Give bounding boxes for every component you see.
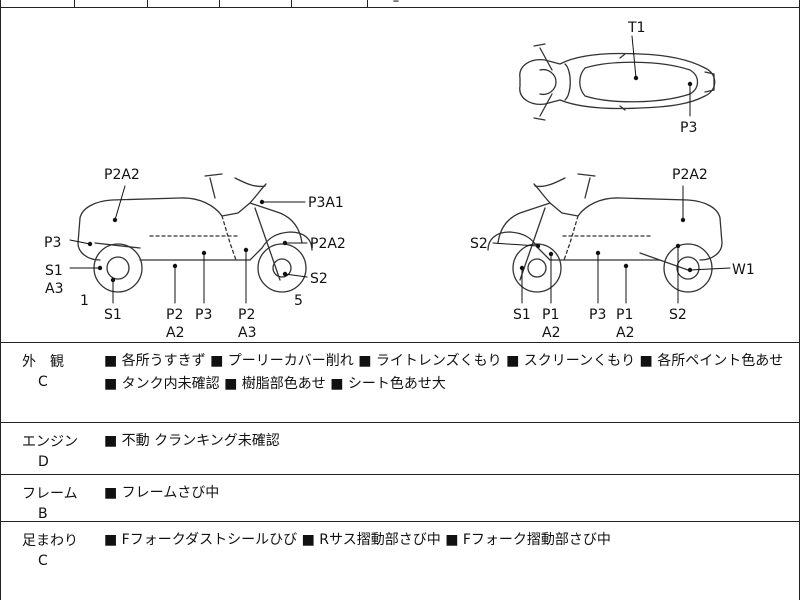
header-cell — [220, 0, 292, 8]
scooter-left-side-view — [77, 173, 313, 293]
scooter-right-side-view — [487, 173, 723, 293]
label-right-p2a2: P2A2 — [672, 167, 708, 183]
header-cell — [148, 0, 220, 8]
label-left-p3-rear: P3 — [44, 235, 61, 251]
label-right-s1: S1 — [513, 307, 531, 323]
section-grade: B — [38, 506, 48, 522]
label-top-t1: T1 — [627, 20, 645, 36]
header-cell — [0, 0, 75, 8]
header-cell — [75, 0, 148, 8]
section-grade: C — [38, 553, 48, 569]
section-grade: C — [38, 374, 48, 390]
label-left-s1-bottom: S1 — [104, 307, 122, 323]
label-right-a2-front: A2 — [542, 325, 560, 341]
label-left-a3-front: A3 — [238, 325, 256, 341]
header-cut-text: ﾞ ｰ ﾞ ﾞ — [382, 0, 418, 10]
label-right-s2-front: S2 — [470, 236, 488, 252]
header-cell — [292, 0, 368, 8]
label-left-p3a1: P3A1 — [308, 195, 344, 211]
section-notes: ■ 各所うすきず ■ プーリーカバー削れ ■ ライトレンズくもり ■ スクリーン… — [104, 353, 784, 392]
label-left-num-5: 5 — [294, 293, 303, 309]
section-category: フレーム — [22, 486, 78, 502]
scooter-diagram: T1 P3 P2A2 P3A1 P3 P2A2 S1 A3 S2 1 S1 P2… — [44, 20, 755, 341]
section-notes: ■ 不動 クランキング未確認 — [104, 433, 280, 449]
section-exterior: 外 観 C ■ 各所うすきず ■ プーリーカバー削れ ■ ライトレンズくもり ■… — [0, 343, 800, 423]
label-left-s1: S1 — [45, 263, 63, 279]
label-right-w1: W1 — [732, 262, 755, 278]
scooter-top-view — [519, 43, 716, 121]
section-frame: フレーム B ■ フレームさび中 — [0, 475, 800, 522]
section-grade: D — [38, 454, 49, 470]
section-category: 外 観 — [22, 354, 64, 370]
section-category: 足まわり — [22, 533, 78, 549]
damage-diagram: T1 P3 P2A2 P3A1 P3 P2A2 S1 A3 S2 1 S1 P2… — [0, 8, 800, 343]
section-engine: エンジン D ■ 不動 クランキング未確認 — [0, 423, 800, 475]
label-left-p2a2-body: P2A2 — [104, 167, 140, 183]
label-right-a2-rear: A2 — [616, 325, 634, 341]
label-right-s2-rear: S2 — [669, 307, 687, 323]
section-notes: ■ フレームさび中 — [104, 485, 220, 501]
label-left-a3: A3 — [45, 281, 63, 297]
label-left-s2: S2 — [310, 271, 328, 287]
section-suspension: 足まわり C ■ Fフォークダストシールひび ■ Rサス摺動部さび中 ■ Fフォ… — [0, 522, 800, 600]
label-top-p3: P3 — [680, 120, 697, 136]
label-left-a2: A2 — [166, 325, 184, 341]
label-right-p3: P3 — [589, 307, 606, 323]
label-right-p1-rear: P1 — [616, 307, 633, 323]
section-category: エンジン — [22, 434, 78, 450]
label-left-p3-bottom: P3 — [195, 307, 212, 323]
label-left-p2a2-front: P2A2 — [310, 236, 346, 252]
section-notes: ■ Fフォークダストシールひび ■ Rサス摺動部さび中 ■ Fフォーク摺動部さび… — [104, 532, 611, 548]
label-left-p2: P2 — [166, 307, 183, 323]
header-row: ﾞ ｰ ﾞ ﾞ — [0, 0, 800, 10]
label-right-p1-front: P1 — [542, 307, 559, 323]
label-left-p2-front: P2 — [238, 307, 255, 323]
label-left-num-1: 1 — [80, 293, 89, 309]
